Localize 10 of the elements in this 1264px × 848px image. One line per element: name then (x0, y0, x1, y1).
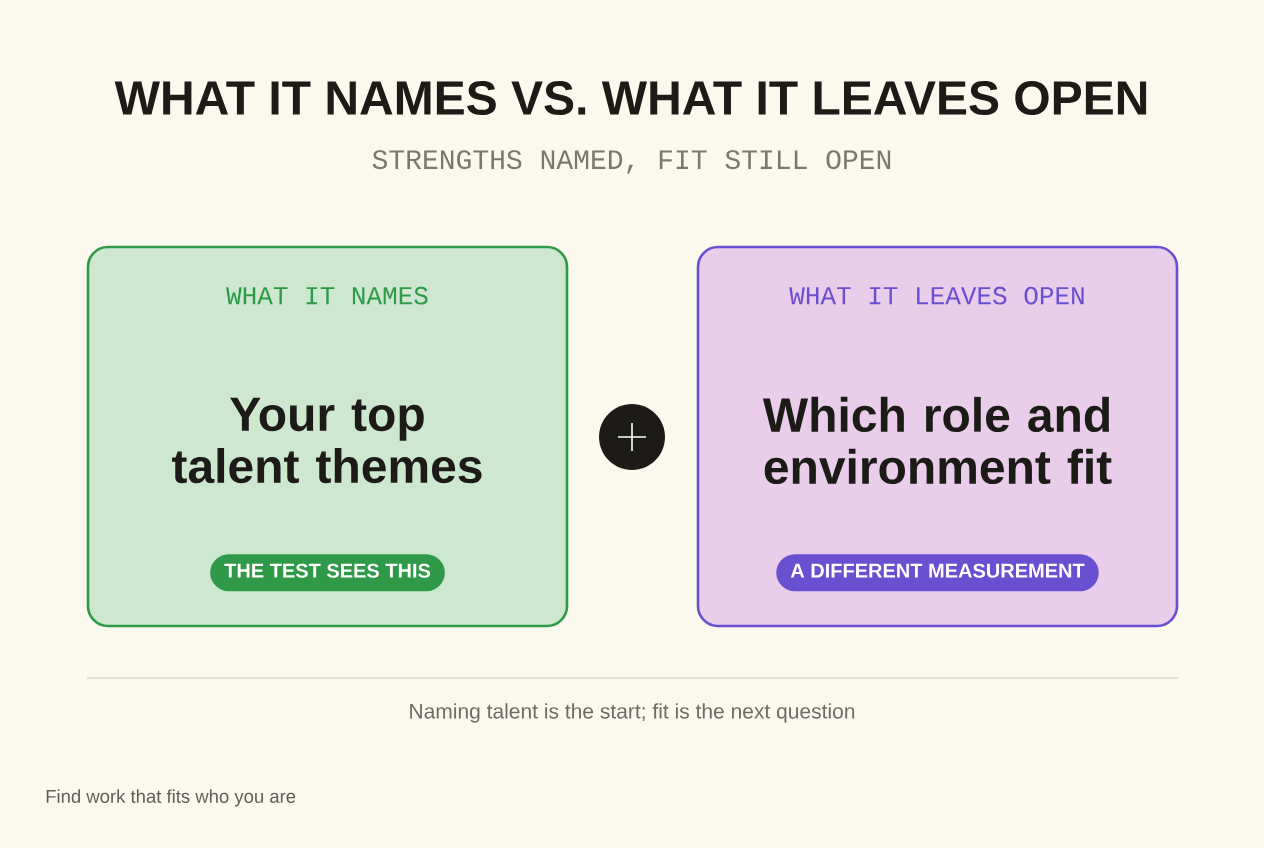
card-heading: WHAT IT LEAVES OPEN (789, 286, 1084, 305)
card-heading: WHAT IT NAMES (226, 286, 428, 305)
title: WHAT IT NAMES VS. WHAT IT LEAVES OPEN (114, 81, 1147, 115)
footer-text: Find work that fits who you are (46, 789, 296, 807)
tag: THE TEST SEES THIS (210, 554, 445, 592)
subtitle: STRENGTHS NAMED, FIT STILL OPEN (372, 150, 891, 174)
tag: A DIFFERENT MEASUREMENT (776, 554, 1099, 592)
caption-text: Naming talent is the start; fit is the next question (410, 703, 855, 723)
card-title: Your top talent themes (172, 397, 482, 484)
card-title: Which role and environment fit (762, 396, 1112, 485)
